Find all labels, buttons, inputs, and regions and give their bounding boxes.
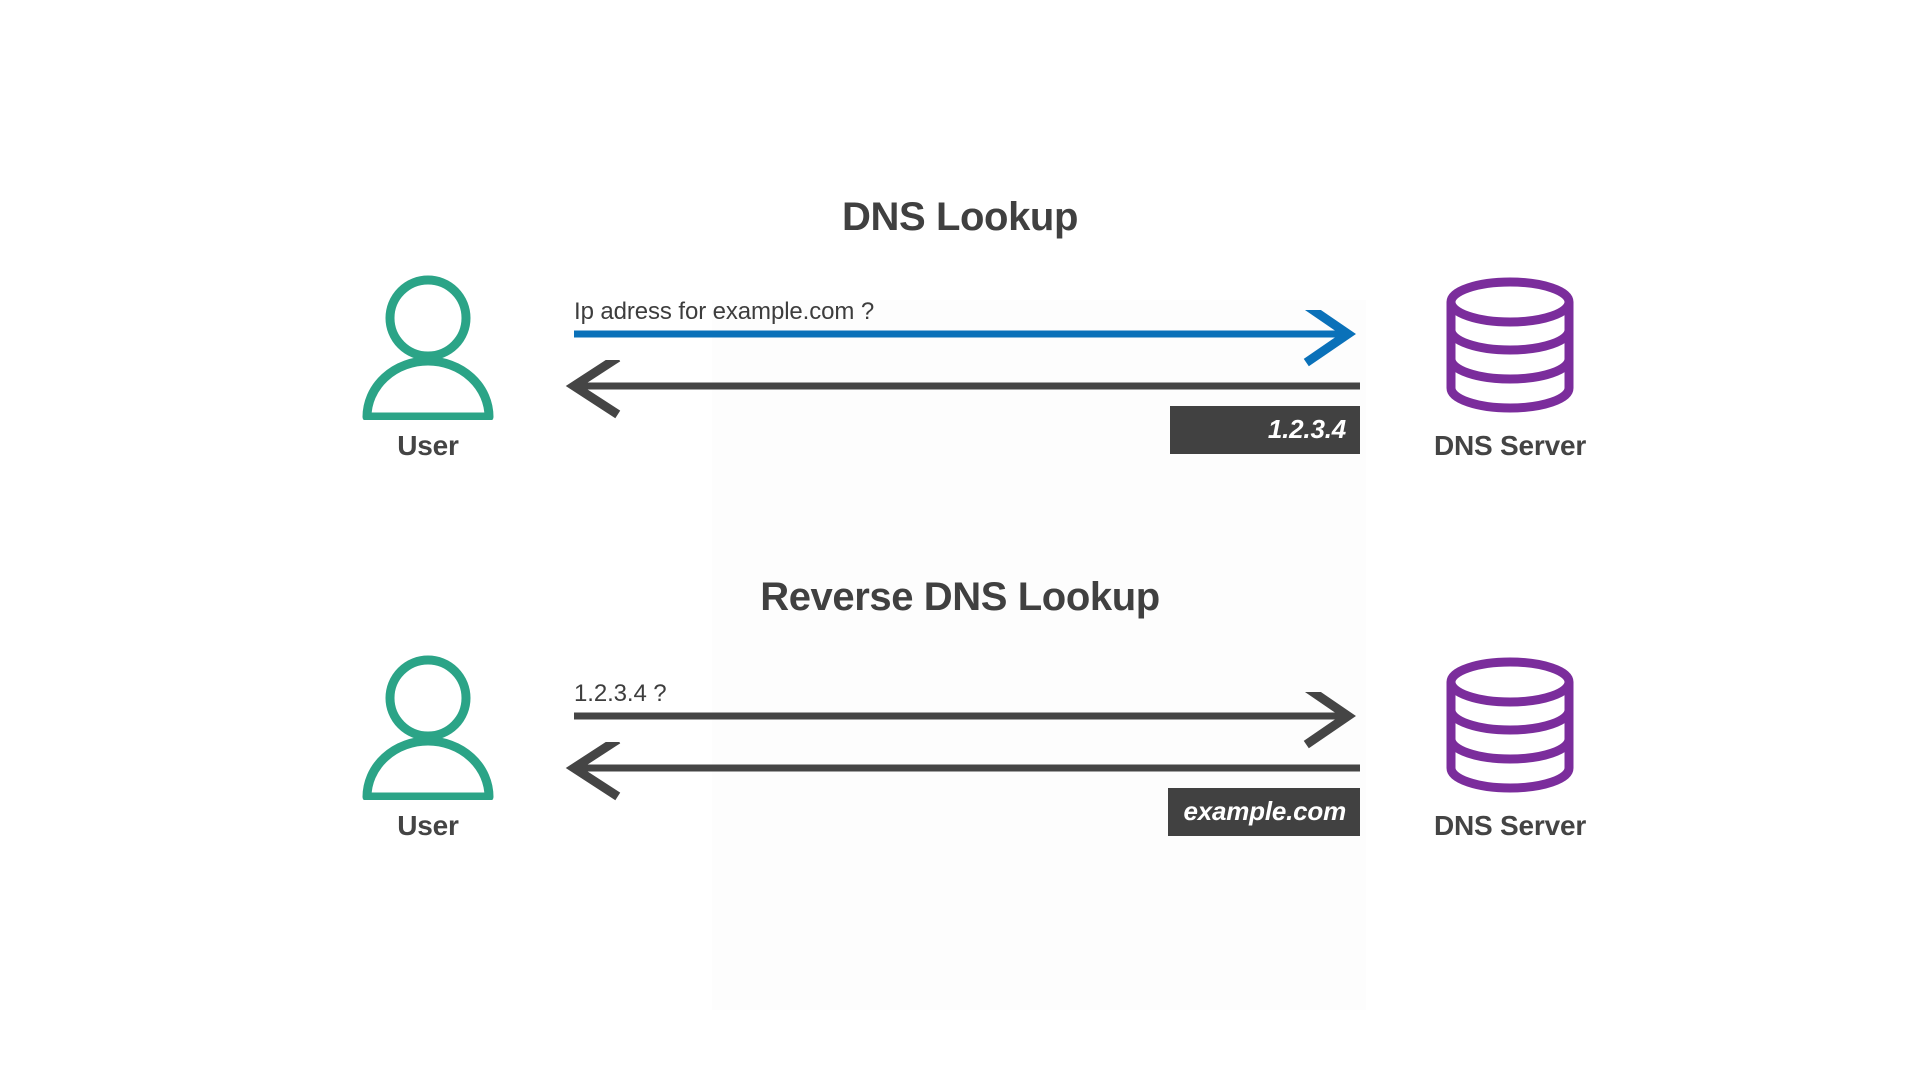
actor-user-top: User: [308, 270, 548, 462]
response-arrow-dns: [565, 360, 1360, 419]
actor-user-bottom: User: [308, 650, 548, 842]
request-arrow-rdns: [574, 692, 1356, 749]
response-badge-dns: 1.2.3.4: [1170, 406, 1360, 454]
response-arrow-rdns: [565, 742, 1360, 801]
response-badge-rdns: example.com: [1168, 788, 1360, 836]
actor-label-user: User: [397, 430, 459, 461]
actor-label-dns-server: DNS Server: [1433, 430, 1587, 461]
user-icon: [308, 650, 548, 802]
request-label-dns: Ip adress for example.com ?: [574, 298, 875, 325]
database-icon: [1390, 270, 1630, 420]
actor-label-user: User: [397, 810, 459, 841]
database-icon: [1390, 650, 1630, 800]
request-label-rdns: 1.2.3.4 ?: [574, 680, 667, 707]
section-title-reverse-dns-lookup: Reverse DNS Lookup: [760, 575, 1160, 619]
section-title-dns-lookup: DNS Lookup: [842, 195, 1078, 239]
actor-dns-server-top: DNS Server: [1390, 270, 1630, 462]
actor-label-dns-server: DNS Server: [1433, 810, 1587, 841]
actor-dns-server-bottom: DNS Server: [1390, 650, 1630, 842]
user-icon: [308, 270, 548, 422]
request-arrow-dns: [574, 310, 1356, 367]
